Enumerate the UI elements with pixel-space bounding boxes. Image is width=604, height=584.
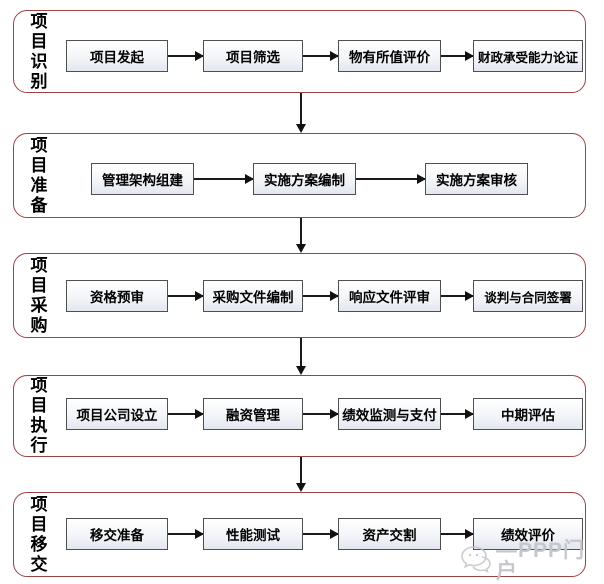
step-box: 谈判与合同签署 — [473, 280, 583, 312]
step-box: 性能测试 — [203, 518, 303, 550]
phase-label-preparation: 项目准备 — [22, 134, 52, 217]
step-box: 项目公司设立 — [66, 398, 168, 430]
right-arrow-icon — [441, 291, 474, 301]
right-arrow-icon — [168, 529, 204, 539]
step-box: 中期评估 — [473, 398, 583, 430]
down-arrow-icon — [296, 218, 306, 253]
phase-label-text: 项目移交 — [27, 494, 47, 575]
right-arrow-icon — [441, 409, 474, 419]
right-arrow-icon — [194, 174, 254, 184]
right-arrow-icon — [303, 529, 339, 539]
phase-container-preparation: 项目准备 管理架构组建 实施方案编制 实施方案审核 — [13, 133, 586, 218]
right-arrow-icon — [303, 51, 339, 61]
right-arrow-icon — [168, 51, 204, 61]
right-arrow-icon — [441, 529, 474, 539]
phase-container-execution: 项目执行 项目公司设立 融资管理 绩效监测与支付 中期评估 — [13, 375, 586, 457]
down-arrow-icon — [296, 93, 306, 133]
step-box: 资产交割 — [338, 518, 441, 550]
phase-label-text: 项目准备 — [27, 135, 47, 216]
right-arrow-icon — [303, 291, 339, 301]
right-arrow-icon — [168, 409, 204, 419]
step-box: 实施方案审核 — [425, 163, 528, 195]
phase-label-execution: 项目执行 — [22, 376, 52, 456]
phase-label-text: 项目识别 — [27, 11, 47, 92]
right-arrow-icon — [356, 174, 426, 184]
right-arrow-icon — [168, 291, 204, 301]
phase-label-handover: 项目移交 — [22, 493, 52, 576]
down-arrow-icon — [296, 338, 306, 375]
right-arrow-icon — [441, 51, 474, 61]
phase-container-identification: 项目识别 项目发起 项目筛选 物有所值评价 财政承受能力论证 — [13, 10, 586, 93]
chat-bubbles-icon — [460, 545, 494, 578]
right-arrow-icon — [303, 409, 339, 419]
step-box: 融资管理 — [203, 398, 303, 430]
step-box: 响应文件评审 — [338, 280, 441, 312]
step-box: 物有所值评价 — [338, 40, 441, 72]
watermark-text: —PPP门户 — [496, 539, 586, 583]
step-box: 采购文件编制 — [203, 280, 303, 312]
phase-container-procurement: 项目采购 资格预审 采购文件编制 响应文件评审 谈判与合同签署 — [13, 253, 586, 338]
step-box: 项目筛选 — [203, 40, 303, 72]
phase-label-text: 项目执行 — [27, 376, 47, 456]
step-box: 资格预审 — [66, 280, 168, 312]
watermark: —PPP门户 — [460, 540, 604, 582]
phase-label-text: 项目采购 — [27, 255, 47, 336]
phase-container-handover: 项目移交 移交准备 性能测试 资产交割 绩效评价 — [13, 492, 586, 577]
down-arrow-icon — [296, 457, 306, 492]
step-box: 绩效评价 — [473, 518, 583, 550]
step-box: 绩效监测与支付 — [338, 398, 441, 430]
step-box: 移交准备 — [66, 518, 168, 550]
step-box: 财政承受能力论证 — [473, 40, 583, 72]
phase-label-procurement: 项目采购 — [22, 254, 52, 337]
step-box: 项目发起 — [66, 40, 168, 72]
phase-label-identification: 项目识别 — [22, 11, 52, 92]
step-box: 实施方案编制 — [253, 163, 356, 195]
step-box: 管理架构组建 — [91, 163, 194, 195]
